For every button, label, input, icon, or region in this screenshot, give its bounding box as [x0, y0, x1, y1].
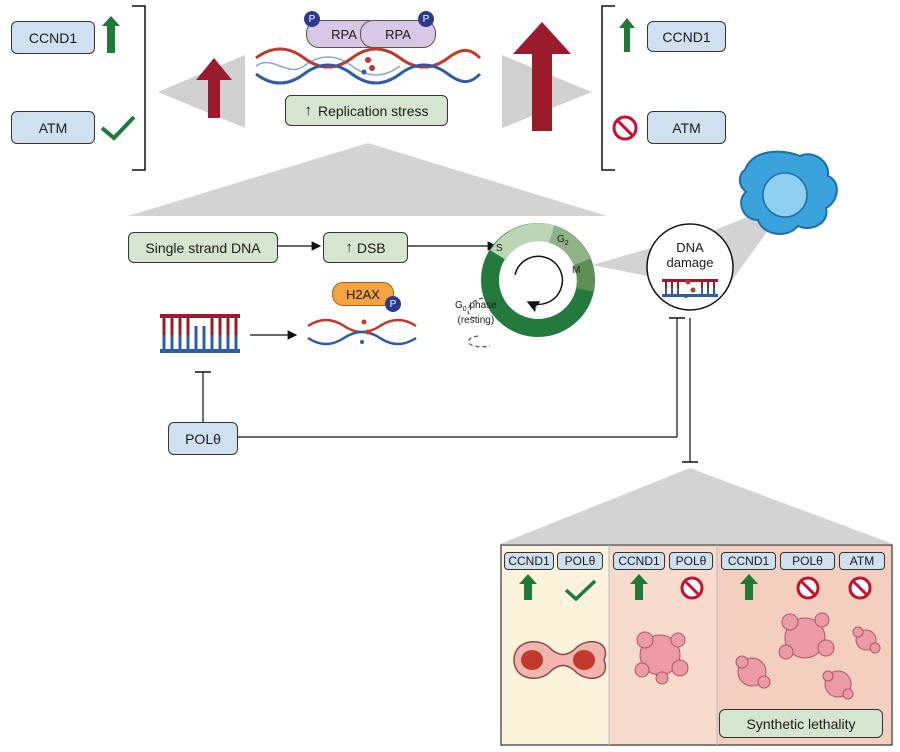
funnel-left: [158, 55, 245, 128]
dna-helix-icon: [255, 47, 482, 85]
phospho-badge: P: [385, 296, 401, 312]
dividing-cell-icon: [513, 641, 607, 679]
apoptotic-cell-icon: [735, 655, 771, 689]
replication-stress-label: Replication stress: [318, 102, 429, 119]
cancer-cell-icon: [738, 150, 838, 235]
up-arrow-green-icon: [519, 574, 537, 600]
ssdna-box: Single strand DNA: [128, 232, 278, 263]
gene-box-ccnd1-right: CCND1: [647, 21, 726, 52]
check-icon: [100, 115, 136, 141]
g0-phase-label: G0 phase (resting): [455, 300, 497, 326]
up-arrow-thin-icon: ↑: [304, 102, 313, 119]
bracket-right: [601, 5, 615, 171]
dsb-label: DSB: [356, 239, 386, 256]
panel-gene-label: POLθ: [669, 552, 713, 570]
apoptotic-cell-icon: [634, 631, 689, 685]
check-icon: [564, 579, 597, 602]
up-arrow-thin-icon: ↑: [345, 239, 353, 256]
up-arrow-red-large-icon: [513, 22, 571, 131]
phase-m-label: M: [572, 265, 581, 276]
bracket-left: [132, 5, 146, 171]
up-arrow-green-icon: [630, 574, 648, 600]
dna-damage-circle: [646, 223, 734, 311]
damage-dna-icon: [662, 279, 718, 298]
dsb-box: ↑ DSB: [323, 232, 408, 263]
apoptotic-cell-icon: [778, 612, 835, 660]
phospho-badge: P: [304, 11, 320, 27]
synthetic-lethality-box: Synthetic lethality: [719, 709, 883, 738]
phase-g2-label: G2: [557, 234, 569, 247]
funnel-bottom: [500, 468, 893, 544]
replication-stress-box: ↑ Replication stress: [285, 95, 448, 126]
no-sign-icon: [612, 115, 638, 141]
panel-border: [500, 544, 893, 746]
apoptotic-cell-icon: [822, 670, 854, 700]
cell-cycle-icon: [467, 223, 595, 348]
h2ax-badge: H2AX: [332, 282, 394, 306]
no-sign-icon: [848, 576, 872, 600]
panel-gene-label: CCND1: [721, 552, 776, 570]
apoptotic-cell-icon: [852, 626, 881, 654]
gene-box-atm-right: ATM: [647, 111, 726, 144]
panel-gene-label: CCND1: [613, 552, 665, 570]
inhibit-polq-damage: [238, 318, 678, 438]
gene-box-ccnd1-left: CCND1: [11, 21, 95, 54]
ssdna-ladder-icon: [160, 314, 240, 353]
polq-box: POLθ: [168, 422, 238, 455]
funnel-center: [128, 143, 607, 216]
phospho-badge: P: [418, 11, 434, 27]
phase-g1-label: G1: [535, 304, 547, 317]
up-arrow-green-icon: [740, 574, 758, 600]
gene-box-atm-left: ATM: [11, 111, 95, 144]
panel-gene-label: ATM: [839, 552, 885, 570]
no-sign-icon: [680, 576, 704, 600]
panel-gene-label: CCND1: [504, 552, 554, 570]
panel-gene-label: POLθ: [557, 552, 603, 570]
no-sign-icon: [796, 576, 820, 600]
up-arrow-red-small-icon: [196, 58, 232, 118]
up-arrow-green-icon: [619, 18, 635, 52]
up-arrow-green-icon: [102, 16, 120, 53]
dna-helix-small-icon: [307, 318, 417, 346]
panel-gene-label: POLθ: [780, 552, 835, 570]
phase-s-label: S: [496, 243, 503, 254]
